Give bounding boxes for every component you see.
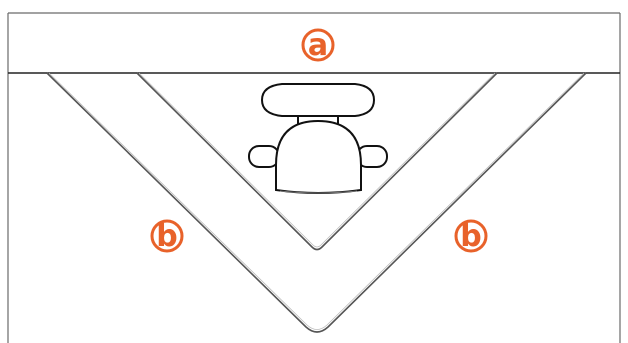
chair-seat-front	[279, 190, 358, 194]
desk-inner-edge	[136, 72, 498, 251]
desk-outer-edge	[46, 72, 587, 333]
callout-b-left-label: b	[156, 219, 177, 254]
callout-a-circle	[301, 28, 335, 62]
desk-inner-edge-shadow	[138, 72, 496, 248]
callout-b-right: b	[454, 219, 488, 254]
chair-seat	[275, 119, 362, 194]
callout-b-right-label: b	[460, 219, 481, 254]
desk-outer-edge-shadow	[48, 72, 585, 330]
chair-backrest	[260, 83, 376, 117]
callout-a-label: a	[308, 28, 328, 63]
callout-b-right-circle	[454, 219, 488, 253]
chair-armrest-left	[248, 145, 280, 168]
office-chair-icon	[248, 83, 388, 194]
callout-b-left-circle	[150, 219, 184, 253]
callout-b-left: b	[150, 219, 184, 254]
callout-a: a	[301, 28, 335, 63]
